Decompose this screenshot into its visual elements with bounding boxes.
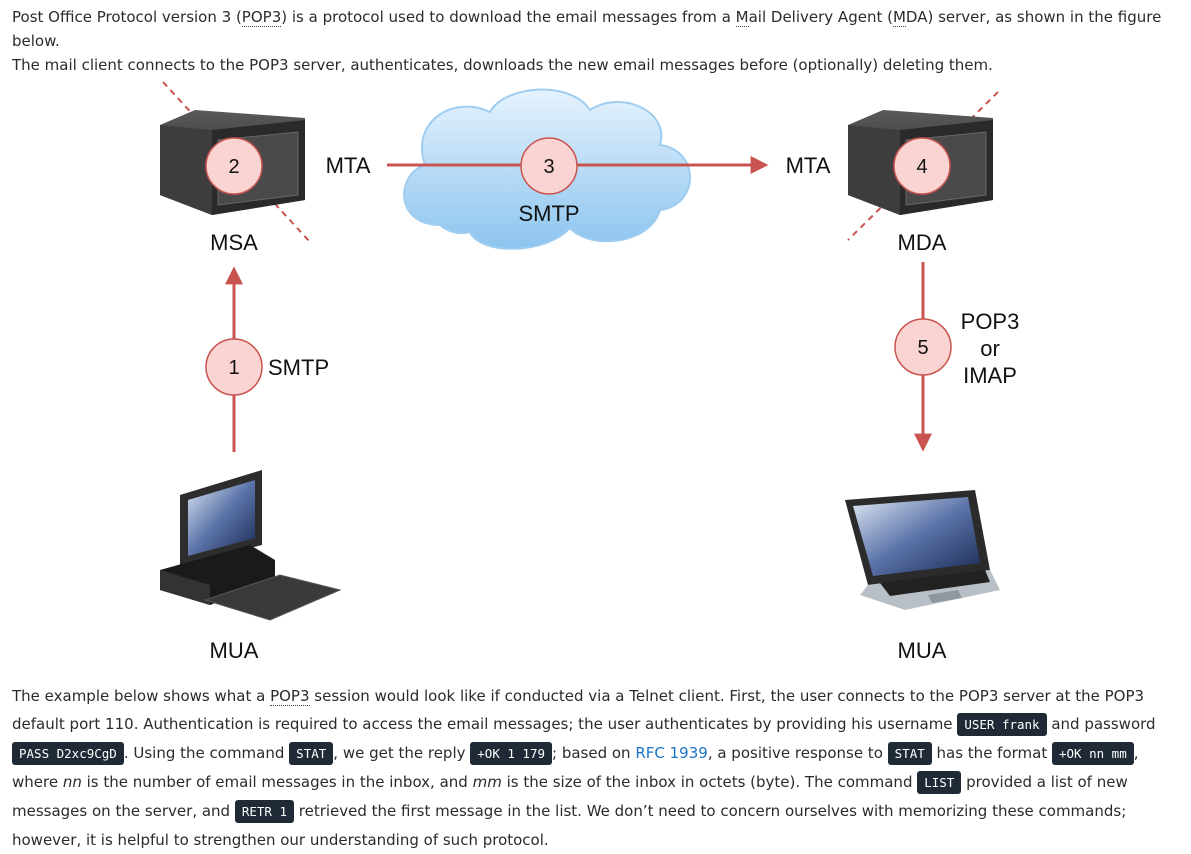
- code-list: LIST: [917, 771, 962, 794]
- mta-right-label: MTA: [786, 153, 831, 178]
- step-circle: 5: [894, 318, 952, 376]
- step-circle: 4: [893, 137, 951, 195]
- step-3: 3: [543, 156, 554, 178]
- step-circle: 2: [205, 137, 263, 195]
- text-run: and password: [1046, 715, 1156, 733]
- rfc-1939-link[interactable]: RFC 1939: [635, 744, 708, 762]
- example-text-block: The example below shows what a POP3 sess…: [12, 682, 1178, 854]
- code-pass: PASS D2xc9CgD: [12, 742, 124, 765]
- pop3-abbreviation[interactable]: POP3: [270, 687, 310, 706]
- mua-right-label: MUA: [898, 638, 947, 663]
- step-circle: 3: [520, 137, 578, 195]
- code-retr: RETR 1: [234, 800, 294, 823]
- intro-text: ail Delivery Agent (: [748, 8, 893, 26]
- mda-abbreviation[interactable]: M: [892, 8, 906, 27]
- intro-text: ) is a protocol used to download the ema…: [281, 8, 736, 26]
- smtp-cloud-label: SMTP: [518, 201, 579, 226]
- code-stat: STAT: [887, 742, 932, 765]
- mail-abbreviation[interactable]: M: [735, 8, 749, 27]
- text-run: is the size of the inbox in octets (byte…: [501, 773, 918, 791]
- example-paragraph: The example below shows what a POP3 sess…: [12, 682, 1178, 854]
- step-1: 1: [228, 357, 239, 379]
- text-run: is the number of email messages in the i…: [81, 773, 473, 791]
- desktop-computer-icon: [160, 470, 342, 621]
- intro-text: Post Office Protocol version 3 (: [12, 8, 242, 26]
- code-format: +OK nn mm: [1052, 742, 1134, 765]
- msa-label: MSA: [210, 230, 258, 255]
- text-run: , a positive response to: [707, 744, 888, 762]
- mda-label: MDA: [898, 230, 947, 255]
- code-stat: STAT: [289, 742, 334, 765]
- text-run: The example below shows what a: [12, 687, 271, 705]
- pop3-label: POP3: [961, 309, 1020, 334]
- intro-line-1: Post Office Protocol version 3 (POP3) is…: [12, 5, 1178, 53]
- nn-term: nn: [62, 773, 82, 791]
- text-run: , we get the reply: [333, 744, 471, 762]
- smtp-left-label: SMTP: [268, 355, 329, 380]
- text-run: , where: [12, 744, 1139, 791]
- laptop-computer-icon: [845, 490, 1000, 610]
- intro-line-2: The mail client connects to the POP3 ser…: [12, 56, 993, 74]
- text-run: has the format: [931, 744, 1052, 762]
- text-run: session would look like if conducted via…: [12, 687, 1145, 733]
- intro-text: DA) server, as shown in the figure below…: [12, 8, 1162, 50]
- step-circle: 1: [205, 338, 263, 396]
- or-label: or: [980, 336, 1000, 361]
- mm-term: mm: [472, 773, 502, 791]
- code-user: USER frank: [957, 713, 1047, 736]
- mta-left-label: MTA: [326, 153, 371, 178]
- pop3-abbreviation[interactable]: POP3: [241, 8, 282, 27]
- text-run: . Using the command: [123, 744, 290, 762]
- text-run: provided a list of new messages on the s…: [12, 773, 1128, 820]
- mua-left-label: MUA: [210, 638, 259, 663]
- step-2: 2: [228, 156, 239, 178]
- step-5: 5: [917, 337, 928, 359]
- imap-label: IMAP: [963, 363, 1017, 388]
- code-ok-reply: +OK 1 179: [470, 742, 553, 765]
- text-run: ; based on: [552, 744, 636, 762]
- intro-paragraph: Post Office Protocol version 3 (POP3) is…: [12, 5, 1178, 77]
- step-4: 4: [916, 156, 927, 178]
